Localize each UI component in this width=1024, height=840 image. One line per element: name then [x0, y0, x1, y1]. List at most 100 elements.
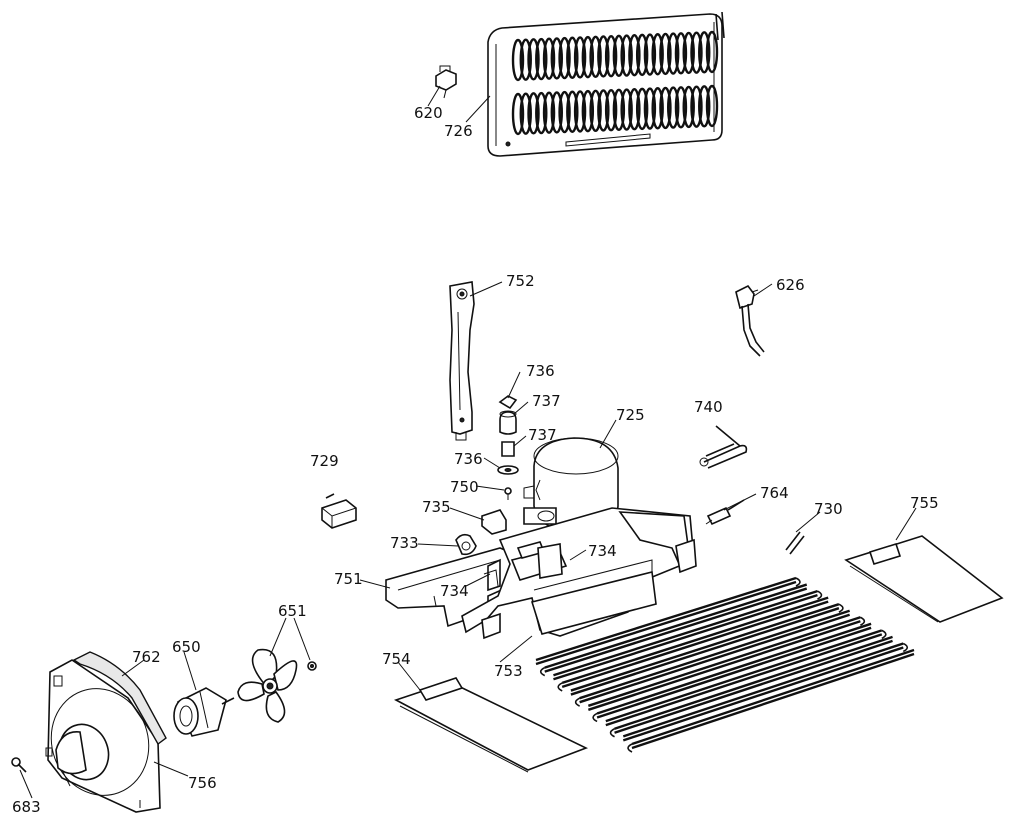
condenser-bend: [574, 697, 581, 707]
leader-lines: [19, 85, 917, 799]
label-737-top: 737: [532, 392, 561, 410]
heater-coil-turn: [597, 89, 610, 132]
heater-coil-turn: [682, 31, 695, 75]
heater-coil-turn: [659, 86, 672, 130]
condenser-730: [535, 531, 915, 753]
label-733: 733: [390, 534, 419, 552]
heater-coil-turn: [628, 34, 641, 77]
heater-coil-turn: [667, 86, 680, 129]
heater-coil-turn: [511, 92, 525, 136]
drier-764: [705, 499, 745, 526]
label-725: 725: [616, 406, 645, 424]
condenser-tube: [614, 635, 893, 730]
condenser-tube: [596, 622, 872, 715]
condenser-tube: [544, 583, 808, 669]
heater-coil-turn: [674, 32, 688, 75]
heater-coil-turn: [705, 84, 719, 128]
heater-coil-turn: [542, 37, 556, 80]
heater-coil-turn: [628, 87, 641, 131]
cover-plate-754: [393, 677, 589, 773]
label-729: 729: [310, 452, 339, 470]
condenser-tube: [561, 596, 829, 685]
condenser-tube: [614, 639, 893, 734]
label-735: 735: [422, 498, 451, 516]
heater-coil-turn: [550, 91, 563, 134]
condenser-bend: [592, 712, 598, 723]
heater-coil-turn: [643, 87, 657, 130]
heater-coil-turn: [558, 90, 571, 134]
overload-733: [455, 533, 477, 556]
condenser-tube: [579, 609, 851, 700]
heater-coil-turn: [651, 33, 664, 76]
heater-coil-turn: [527, 38, 540, 81]
heater-coil-turn: [566, 90, 579, 133]
heater-coil-turn: [690, 31, 703, 74]
heater-coil-turn: [651, 87, 664, 130]
base-pan-751: [385, 507, 697, 640]
label-683: 683: [12, 798, 41, 816]
condenser-tube: [587, 620, 861, 711]
condenser-tube: [570, 603, 840, 692]
fan-motor-650: [173, 687, 235, 737]
heater-coil-turn: [558, 36, 571, 80]
heater-coil-turn: [566, 36, 579, 79]
bracket-735: [481, 509, 507, 535]
condenser-tube: [596, 626, 872, 719]
condenser-bend: [609, 728, 615, 738]
heater-coil-turn: [581, 89, 595, 133]
heater-coil-turn: [674, 86, 688, 129]
heater-coil-turn: [698, 31, 711, 74]
condenser-tube: [631, 652, 915, 750]
compressor-725: [523, 437, 619, 552]
grommet-stack: [497, 395, 519, 500]
label-752: 752: [506, 272, 535, 290]
defrost-thermostat-620: [435, 65, 457, 99]
label-726: 726: [444, 122, 473, 140]
condenser-bend: [902, 642, 909, 653]
gasket-762: [72, 651, 167, 746]
tubing-clip-740: [699, 425, 748, 469]
heater-coil-turn: [535, 37, 548, 81]
heater-coil-turn: [573, 36, 587, 79]
heater-coil-turn: [604, 88, 618, 132]
heater-coil-turn: [519, 92, 532, 135]
label-751: 751: [334, 570, 363, 588]
label-734-left: 734: [440, 582, 469, 600]
heater-coil-turn: [667, 32, 680, 75]
label-750: 750: [450, 478, 479, 496]
condenser-tube: [535, 576, 797, 662]
heater-coil-turn: [589, 35, 602, 78]
condenser-tube: [535, 580, 797, 666]
label-753: 753: [494, 662, 523, 680]
relay-729: [321, 493, 357, 529]
condenser-bend: [557, 682, 563, 692]
condenser-tube: [553, 589, 818, 677]
label-764: 764: [760, 484, 789, 502]
condenser-bend: [838, 603, 844, 613]
label-736-top: 736: [526, 362, 555, 380]
label-730: 730: [814, 500, 843, 518]
evaporator-heater-726: [487, 11, 725, 157]
screw-683: [11, 757, 27, 773]
condenser-tube: [622, 646, 904, 742]
heater-coil-turn: [597, 35, 610, 78]
condenser-bend: [539, 666, 546, 677]
label-755: 755: [910, 494, 939, 512]
label-740: 740: [694, 398, 723, 416]
heater-coil-turn: [542, 91, 556, 134]
heater-coil-turn: [698, 85, 711, 128]
condenser-tube: [561, 600, 829, 689]
cover-plate-755: [844, 535, 1004, 623]
condenser-tube: [570, 607, 840, 696]
label-762: 762: [132, 648, 161, 666]
heater-coil-turn: [589, 89, 602, 133]
condenser-tube: [631, 648, 915, 746]
heater-coil-turn: [535, 91, 548, 135]
heater-coil-turn: [519, 38, 532, 81]
label-754: 754: [382, 650, 411, 668]
heater-coil-turn: [635, 33, 649, 77]
heater-coil-turn: [659, 32, 672, 76]
heater-coil-turn: [705, 30, 719, 74]
